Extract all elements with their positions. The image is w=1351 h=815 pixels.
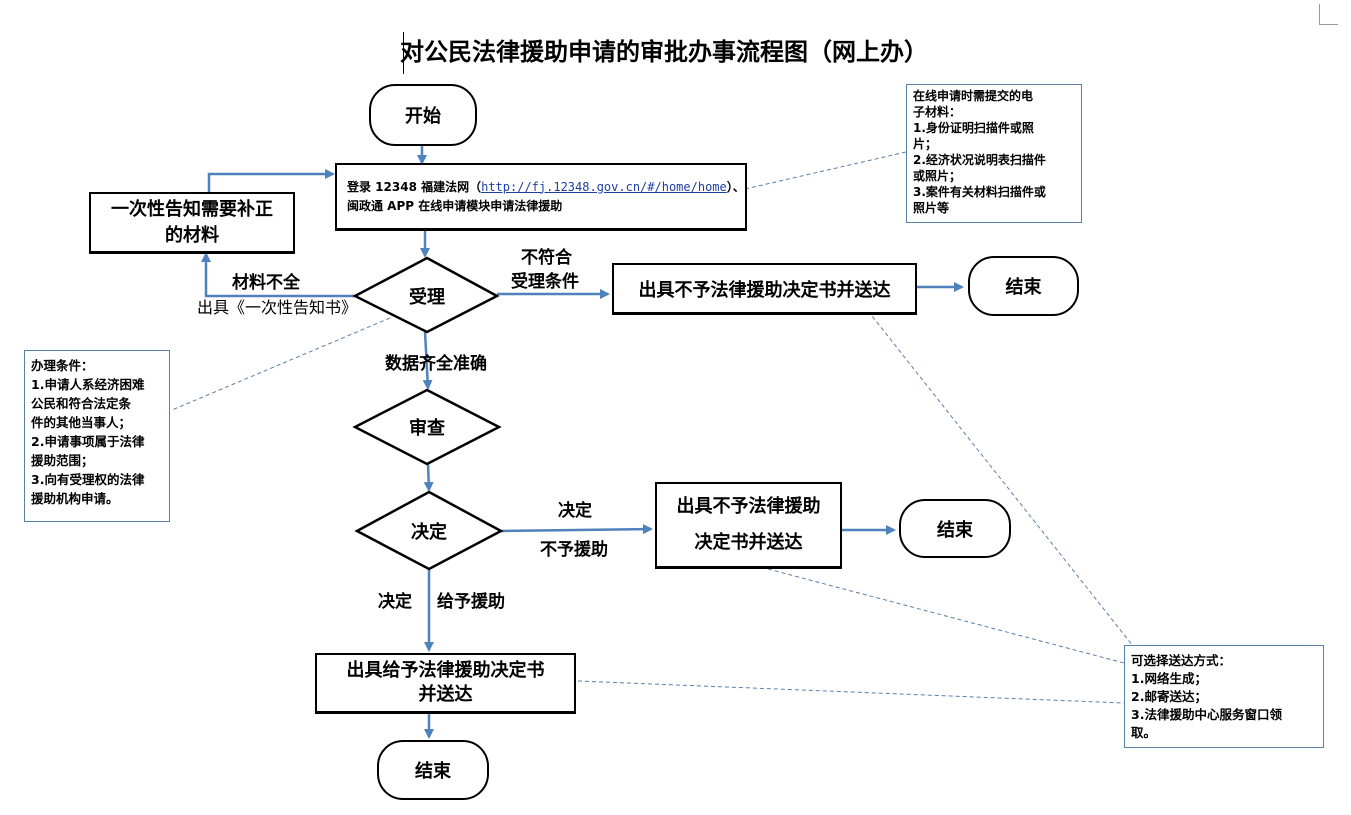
note-delivery-line: 取。	[1131, 725, 1157, 740]
note-conditions: 办理条件： 1.申请人系经济困难 公民和符合法定条 件的其他当事人； 2.申请事…	[24, 350, 170, 522]
label-grant-2: 给予援助	[437, 592, 505, 612]
login-suffix: ）、	[726, 179, 745, 194]
dash-login-note	[744, 151, 907, 190]
label-decide-2: 不予援助	[540, 540, 608, 560]
decision-label: 决定	[411, 522, 447, 543]
label-not-meet-1: 不符合	[521, 248, 572, 268]
notify-line1: 一次性告知需要补正	[111, 198, 273, 220]
note-conditions-line: 件的其他当事人；	[31, 415, 132, 430]
grant-box: 出具给予法律援助决定书 并送达	[315, 653, 576, 714]
note-conditions-line: 办理条件：	[31, 358, 94, 373]
note-materials-line: 3.案件有关材料扫描件或	[913, 185, 1046, 199]
note-materials-line: 子材料：	[913, 105, 962, 119]
notify-line2: 的材料	[165, 224, 219, 246]
arrow-notify-to-login	[207, 169, 335, 192]
label-issue-notice: 出具《一次性告知书》	[197, 298, 358, 317]
note-materials-line: 1.身份证明扫描件或照	[913, 121, 1034, 135]
accept-diamond	[352, 256, 500, 334]
login-box: 登录 12348 福建法网（http://fj.12348.gov.cn/#/h…	[335, 163, 747, 231]
note-delivery-methods: 可选择送达方式： 1.网络生成； 2.邮寄送达； 3.法律援助中心服务窗口领 取…	[1124, 645, 1324, 748]
label-not-meet-2: 受理条件	[511, 272, 579, 292]
label-data-complete: 数据齐全准确	[385, 354, 487, 374]
arrow-accept-to-review	[422, 331, 433, 390]
notify-box: 一次性告知需要补正 的材料	[89, 192, 295, 254]
note-conditions-line: 援助范围；	[31, 453, 94, 468]
note-required-materials: 在线申请时需提交的电 子材料： 1.身份证明扫描件或照 片； 2.经济状况说明表…	[906, 84, 1082, 223]
page-corner-mark	[1319, 4, 1338, 25]
start-terminal: 开始	[369, 84, 477, 146]
note-delivery-line: 1.网络生成；	[1131, 671, 1207, 686]
label-decide-1: 决定	[558, 501, 592, 521]
dash-accept-note	[171, 317, 391, 411]
note-materials-line: 或照片；	[913, 169, 962, 183]
note-delivery-line: 2.邮寄送达；	[1131, 689, 1207, 704]
note-delivery-line: 3.法律援助中心服务窗口领	[1131, 707, 1282, 722]
note-conditions-line: 3.向有受理权的法律	[31, 472, 145, 487]
reject-accept-box: 出具不予法律援助决定书并送达	[612, 263, 917, 315]
review-label: 审查	[409, 418, 445, 439]
note-materials-line: 2.经济状况说明表扫描件	[913, 153, 1046, 167]
login-line2: 闽政通 APP 在线申请模块申请法律援助	[347, 198, 563, 213]
grant-line2: 并送达	[418, 684, 473, 705]
end-terminal-2: 结束	[899, 499, 1011, 558]
note-conditions-line: 2.申请事项属于法律	[31, 434, 145, 449]
grant-line1: 出具给予法律援助决定书	[346, 660, 545, 681]
note-materials-line: 片；	[913, 137, 938, 151]
note-conditions-line: 1.申请人系经济困难	[31, 377, 145, 392]
reject-decision-line2: 决定书并送达	[694, 532, 803, 553]
note-conditions-line: 援助机构申请。	[31, 491, 119, 506]
dash-refuse-delivery	[767, 568, 1125, 664]
reject-decision-box: 出具不予法律援助 决定书并送达	[655, 482, 842, 569]
arrow-accept-to-notify	[201, 252, 355, 298]
login-prefix: 登录 12348 福建法网（	[347, 179, 482, 194]
label-incomplete: 材料不全	[232, 273, 300, 293]
fj12348-link[interactable]: http://fj.12348.gov.cn/#/home/home	[481, 179, 727, 194]
label-grant-1: 决定	[378, 592, 412, 612]
arrow-decision-to-refuse	[500, 524, 653, 535]
note-materials-line: 照片等	[913, 201, 950, 215]
reject-decision-line1: 出具不予法律援助	[676, 496, 821, 517]
note-conditions-line: 公民和符合法定条	[31, 396, 132, 411]
dash-grant-delivery	[577, 680, 1125, 704]
decision-diamond	[354, 490, 504, 571]
dash-reject-delivery	[867, 310, 1134, 647]
text-cursor	[403, 32, 404, 74]
end-terminal-3: 结束	[377, 740, 489, 800]
arrow-review-to-decision	[423, 463, 434, 492]
accept-label: 受理	[409, 287, 445, 308]
page-title: 对公民法律援助申请的审批办事流程图（网上办）	[400, 38, 928, 66]
note-materials-line: 在线申请时需提交的电	[913, 89, 1034, 103]
end-terminal-1: 结束	[968, 256, 1079, 316]
note-delivery-line: 可选择送达方式：	[1131, 653, 1232, 668]
review-diamond	[352, 388, 502, 466]
